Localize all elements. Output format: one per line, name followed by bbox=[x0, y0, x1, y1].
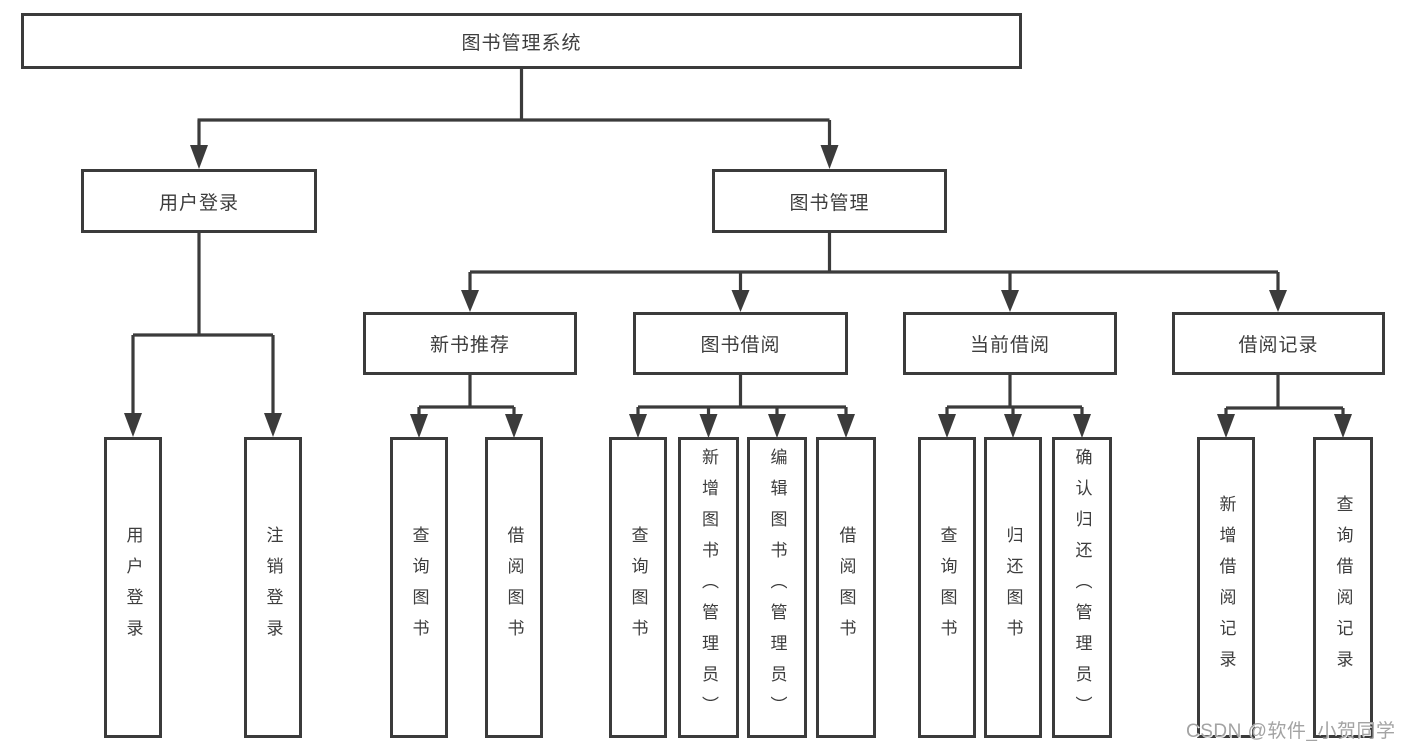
leaf-user-login: 用户登录 bbox=[104, 437, 162, 738]
node-book-management: 图书管理 bbox=[712, 169, 947, 233]
edge-book-borrow-children bbox=[636, 375, 848, 416]
arrowhead-book-borrow bbox=[731, 290, 750, 312]
leaf-bb-add-books-admin: 新增图书（管理员） bbox=[678, 437, 739, 738]
edge-root-to-level2 bbox=[197, 68, 832, 147]
arrowhead-cb-confirm bbox=[1073, 414, 1091, 438]
arrowhead-bb-add bbox=[699, 414, 718, 438]
edge-current-borrow-children bbox=[945, 375, 1084, 416]
leaf-bb-query-books: 查询图书 bbox=[609, 437, 667, 738]
leaf-bb-edit-books-admin: 编辑图书（管理员） bbox=[747, 437, 807, 738]
node-user-login: 用户登录 bbox=[81, 169, 317, 233]
arrowhead-user-login-leaf bbox=[124, 413, 142, 437]
arrowhead-bb-borrow bbox=[837, 414, 855, 438]
arrowhead-nbr-query bbox=[410, 414, 428, 438]
arrowhead-borrow-records bbox=[1269, 290, 1287, 312]
leaf-cb-return-books: 归还图书 bbox=[984, 437, 1042, 738]
leaf-cb-query-books: 查询图书 bbox=[918, 437, 976, 738]
arrowhead-bb-query bbox=[629, 414, 647, 438]
arrowhead-book-mgmt bbox=[820, 145, 839, 169]
node-current-borrow: 当前借阅 bbox=[903, 312, 1117, 375]
arrowhead-bb-edit bbox=[768, 414, 786, 438]
edge-book-mgmt-children bbox=[468, 233, 1280, 293]
node-system-root: 图书管理系统 bbox=[21, 13, 1022, 69]
edge-new-book-rec-children bbox=[417, 375, 516, 416]
node-borrow-records: 借阅记录 bbox=[1172, 312, 1385, 375]
node-book-borrow: 图书借阅 bbox=[633, 312, 848, 375]
edge-borrow-records-children bbox=[1224, 375, 1345, 417]
leaf-br-query-record: 查询借阅记录 bbox=[1313, 437, 1373, 738]
leaf-bb-borrow-books: 借阅图书 bbox=[816, 437, 876, 738]
arrowhead-nbr-borrow bbox=[505, 414, 523, 438]
node-new-book-recommend: 新书推荐 bbox=[363, 312, 577, 375]
arrowhead-user-login bbox=[190, 145, 208, 169]
arrowhead-current-borrow bbox=[1001, 290, 1019, 312]
edge-user-login-children bbox=[131, 233, 275, 415]
leaf-logout: 注销登录 bbox=[244, 437, 302, 738]
leaf-cb-confirm-return-admin: 确认归还（管理员） bbox=[1052, 437, 1112, 738]
arrowhead-new-book-rec bbox=[461, 290, 479, 312]
arrowhead-cb-query bbox=[938, 414, 956, 438]
arrowhead-logout bbox=[264, 413, 282, 437]
csdn-watermark: CSDN @软件_小贺同学 bbox=[1186, 721, 1396, 742]
leaf-nbr-borrow-books: 借阅图书 bbox=[485, 437, 543, 738]
arrowhead-cb-return bbox=[1004, 414, 1022, 438]
arrowhead-br-query bbox=[1334, 414, 1352, 438]
leaf-br-add-record: 新增借阅记录 bbox=[1197, 437, 1255, 738]
arrowhead-br-add bbox=[1217, 414, 1235, 438]
leaf-nbr-query-books: 查询图书 bbox=[390, 437, 448, 738]
